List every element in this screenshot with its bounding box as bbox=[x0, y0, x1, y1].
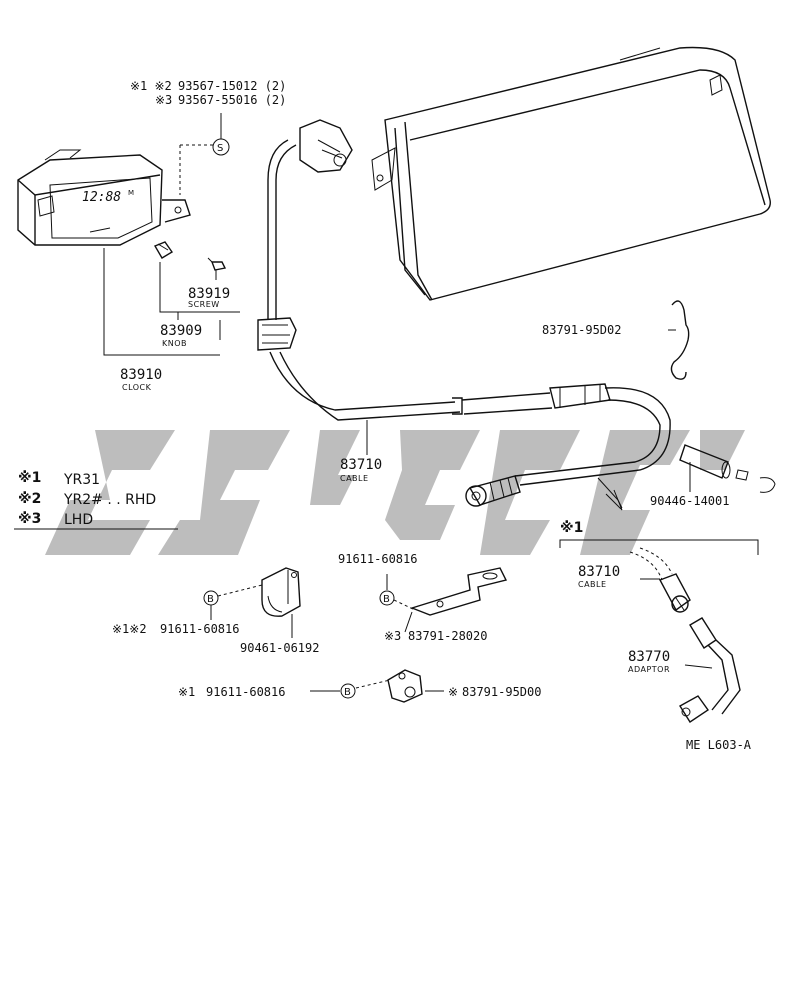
label-grommet: 90446-14001 bbox=[650, 494, 729, 508]
label-screw-name: SCREW bbox=[188, 300, 220, 309]
legend: ※1 YR31 ※2 YR2# . . RHD ※3 LHD bbox=[14, 470, 178, 530]
label-clip-06192: 90461-06192 bbox=[240, 641, 319, 655]
legend-text-1: YR31 bbox=[63, 472, 100, 488]
label-knob-number: 83909 bbox=[160, 323, 202, 339]
label-clamp-bottom: 91611-60816 bbox=[206, 685, 285, 699]
label-screw-number: 83919 bbox=[188, 286, 230, 302]
bracket-28020-illustration bbox=[409, 567, 508, 616]
diagram-code: ME L603-A bbox=[686, 738, 752, 752]
label-screw-mount-2: 93567-55016 (2) bbox=[178, 93, 286, 107]
wire-hook-illustration bbox=[670, 300, 690, 380]
label-adaptor-name: ADAPTOR bbox=[628, 665, 670, 674]
label-clock-name: CLOCK bbox=[122, 383, 152, 392]
label-cable-number: 83710 bbox=[340, 457, 382, 473]
label-bracket-95d00: 83791-95D00 bbox=[462, 685, 541, 699]
screw-illustration bbox=[207, 257, 227, 271]
label-clamp-left: 91611-60816 bbox=[160, 622, 239, 636]
instrument-cluster-illustration bbox=[371, 46, 771, 301]
speedometer-cable-illustration bbox=[257, 119, 671, 507]
legend-mark-2: ※2 bbox=[18, 491, 41, 507]
legend-mark-3: ※3 bbox=[18, 511, 41, 527]
legend-text-2: YR2# . . RHD bbox=[63, 492, 156, 508]
clip-illustration bbox=[261, 567, 301, 617]
svg-text:B: B bbox=[383, 594, 390, 605]
svg-text:M: M bbox=[128, 189, 134, 197]
legend-mark-1: ※1 bbox=[18, 470, 41, 486]
label-bracket-95d00-prefix: ※ bbox=[448, 685, 458, 699]
label-bracket-28020: 83791-28020 bbox=[408, 629, 487, 643]
label-inset-cable-name: CABLE bbox=[578, 580, 607, 589]
bolt-marker-1: B bbox=[203, 590, 219, 606]
label-clamp-top: 91611-60816 bbox=[338, 552, 417, 566]
inset-arrow bbox=[597, 477, 623, 511]
clock-display-text: 12:88 bbox=[82, 190, 121, 205]
label-screw-mount-1-prefix: ※1 ※2 bbox=[130, 79, 172, 93]
label-screw-mount-2-prefix: ※3 bbox=[155, 93, 172, 107]
bracket-95d00-illustration bbox=[387, 669, 423, 703]
label-inset-cable-number: 83710 bbox=[578, 564, 620, 580]
bolt-marker-3: B bbox=[340, 683, 356, 699]
inset-panel: ※1 bbox=[559, 520, 759, 723]
label-screw-mount-1: 93567-15012 (2) bbox=[178, 79, 286, 93]
bolt-marker-2: B bbox=[379, 590, 395, 606]
label-clamp-left-prefix: ※1※2 bbox=[112, 622, 147, 636]
grommet-illustration bbox=[679, 444, 776, 493]
label-bracket-top: 83791-95D02 bbox=[542, 323, 621, 337]
label-clock-number: 83910 bbox=[120, 367, 162, 383]
inset-title: ※1 bbox=[560, 520, 583, 536]
svg-text:B: B bbox=[344, 687, 351, 698]
label-clamp-bottom-prefix: ※1 bbox=[178, 685, 195, 699]
label-adaptor-number: 83770 bbox=[628, 649, 670, 665]
svg-text:B: B bbox=[207, 594, 214, 605]
svg-text:S: S bbox=[217, 143, 223, 154]
watermark-logo bbox=[45, 430, 745, 555]
label-bracket-28020-prefix: ※3 bbox=[384, 629, 401, 643]
knob-illustration bbox=[153, 241, 174, 259]
label-cable-name: CABLE bbox=[340, 474, 369, 483]
legend-text-3: LHD bbox=[64, 512, 93, 528]
clock-illustration: 12:88 M bbox=[17, 149, 191, 246]
label-knob-name: KNOB bbox=[162, 339, 187, 348]
screw-marker: S bbox=[212, 138, 230, 156]
